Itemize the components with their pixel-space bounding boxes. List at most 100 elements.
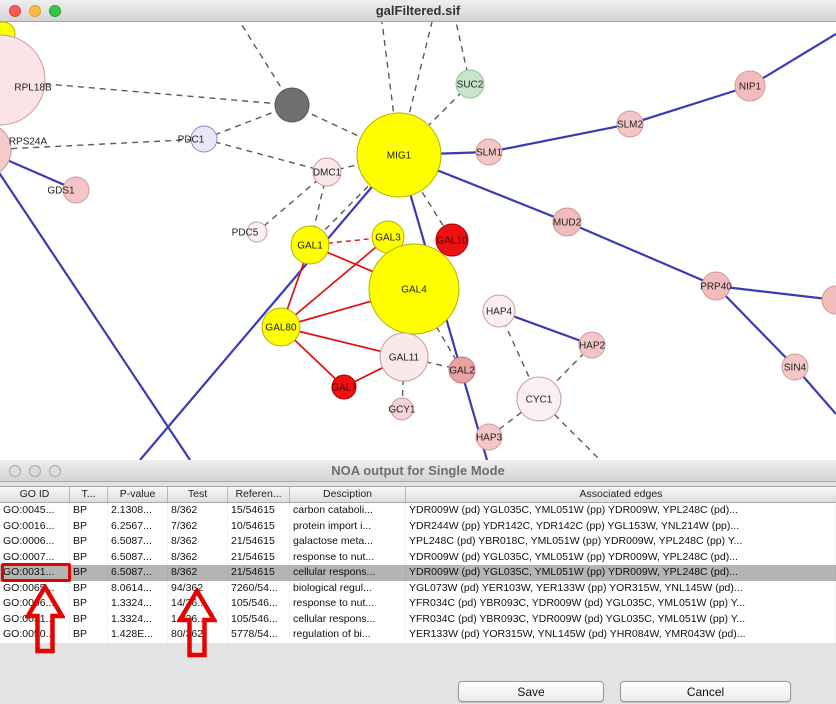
cell: GO:0006... <box>0 596 70 612</box>
cell: 7260/54... <box>228 580 290 596</box>
cell: regulation of bi... <box>290 627 406 643</box>
node-edgeR[interactable] <box>821 285 836 315</box>
node-hap4[interactable] <box>482 294 516 328</box>
node-label-mud2: MUD2 <box>553 218 582 229</box>
node-gal10[interactable] <box>435 223 469 257</box>
node-gal2[interactable] <box>448 356 476 384</box>
cell: 2.1308... <box>108 503 168 519</box>
node-prp40[interactable] <box>701 271 731 301</box>
node-label-mig1: MIG1 <box>387 151 412 162</box>
node-mig1[interactable] <box>356 112 442 198</box>
cell: GO:0031... <box>0 611 70 627</box>
node-slm1[interactable] <box>475 138 503 166</box>
minimize-icon[interactable] <box>29 465 41 477</box>
zoom-icon[interactable] <box>49 465 61 477</box>
column-header-referen-[interactable]: Referen... <box>228 487 290 502</box>
cell: GO:0050... <box>0 627 70 643</box>
zoom-icon[interactable] <box>49 5 61 17</box>
node-gal4[interactable] <box>368 243 460 335</box>
node-dmc1[interactable] <box>312 157 342 187</box>
column-header-go-id[interactable]: GO ID <box>0 487 70 502</box>
node-hap2[interactable] <box>578 331 606 359</box>
cell: GO:0006... <box>0 534 70 550</box>
minimize-icon[interactable] <box>29 5 41 17</box>
cell: GO:0007... <box>0 549 70 565</box>
node-sin4[interactable] <box>781 353 809 381</box>
node-label-gcy1: GCY1 <box>388 405 416 416</box>
cell: 80/362 <box>168 627 228 643</box>
node-suc2[interactable] <box>455 69 485 99</box>
save-button[interactable]: Save <box>458 681 604 702</box>
cell: GO:0031... <box>0 565 70 581</box>
node-pdc1[interactable] <box>190 125 218 153</box>
cell: BP <box>70 580 108 596</box>
cell: 14/36... <box>168 596 228 612</box>
node-label-gal3: GAL3 <box>375 233 401 244</box>
close-icon[interactable] <box>9 5 21 17</box>
node-gcy1[interactable] <box>390 397 414 421</box>
node-gal7[interactable] <box>331 374 357 400</box>
cell: 21/54615 <box>228 534 290 550</box>
node-label-slm2: SLM2 <box>617 120 644 131</box>
column-header-desciption[interactable]: Desciption <box>290 487 406 502</box>
node-label-slm1: SLM1 <box>476 148 503 159</box>
node-label-dmc1: DMC1 <box>313 168 342 179</box>
node-slm2[interactable] <box>616 110 644 138</box>
edge-blue <box>715 284 836 302</box>
node-label-gal1: GAL1 <box>297 241 323 252</box>
node-label-hap4: HAP4 <box>486 307 513 318</box>
noa-window-title: NOA output for Single Mode <box>331 463 505 478</box>
node-label-gal7: GAL7 <box>331 383 357 394</box>
edge-blue <box>498 309 593 347</box>
column-header-p-value[interactable]: P-value <box>108 487 168 502</box>
cancel-button[interactable]: Cancel <box>620 681 791 702</box>
node-label-gal80: GAL80 <box>265 323 297 334</box>
node-pdc5[interactable] <box>246 221 268 243</box>
node-hap3[interactable] <box>475 423 503 451</box>
cell: YFR034C (pd) YBR093C, YDR009W (pd) YGL03… <box>406 596 836 612</box>
node-gds1[interactable] <box>62 176 90 204</box>
column-header-associated-edges[interactable]: Associated edges <box>579 488 663 500</box>
column-header-t-[interactable]: T... <box>70 487 108 502</box>
cell: 6.5087... <box>108 534 168 550</box>
cell: 8/362 <box>168 565 228 581</box>
edge-blue <box>0 172 191 460</box>
cell: 6.5087... <box>108 565 168 581</box>
edge-gray <box>398 83 471 156</box>
cell: BP <box>70 611 108 627</box>
edge-blue <box>715 285 796 368</box>
close-icon[interactable] <box>9 465 21 477</box>
cell: cellular respons... <box>290 565 406 581</box>
cell: protein import i... <box>290 518 406 534</box>
cell: 21/54615 <box>228 549 290 565</box>
cell: 6.5087... <box>108 549 168 565</box>
node-nip1[interactable] <box>734 70 766 102</box>
node-mud2[interactable] <box>552 207 582 237</box>
node-gal1[interactable] <box>290 225 330 265</box>
edge-gray <box>256 171 328 233</box>
node-label-gal2: GAL2 <box>449 366 475 377</box>
node-gal11[interactable] <box>379 332 429 382</box>
cell: BP <box>70 503 108 519</box>
node-rpl18b[interactable] <box>0 34 46 126</box>
node-gal80[interactable] <box>261 307 301 347</box>
cell: 10/54615 <box>228 518 290 534</box>
node-cyc1[interactable] <box>516 376 562 422</box>
edge-gray <box>291 104 400 156</box>
node-rps24a[interactable] <box>0 123 12 177</box>
column-header-test[interactable]: Test <box>168 487 228 502</box>
node-darknode[interactable] <box>274 87 310 123</box>
cell: biological regul... <box>290 580 406 596</box>
